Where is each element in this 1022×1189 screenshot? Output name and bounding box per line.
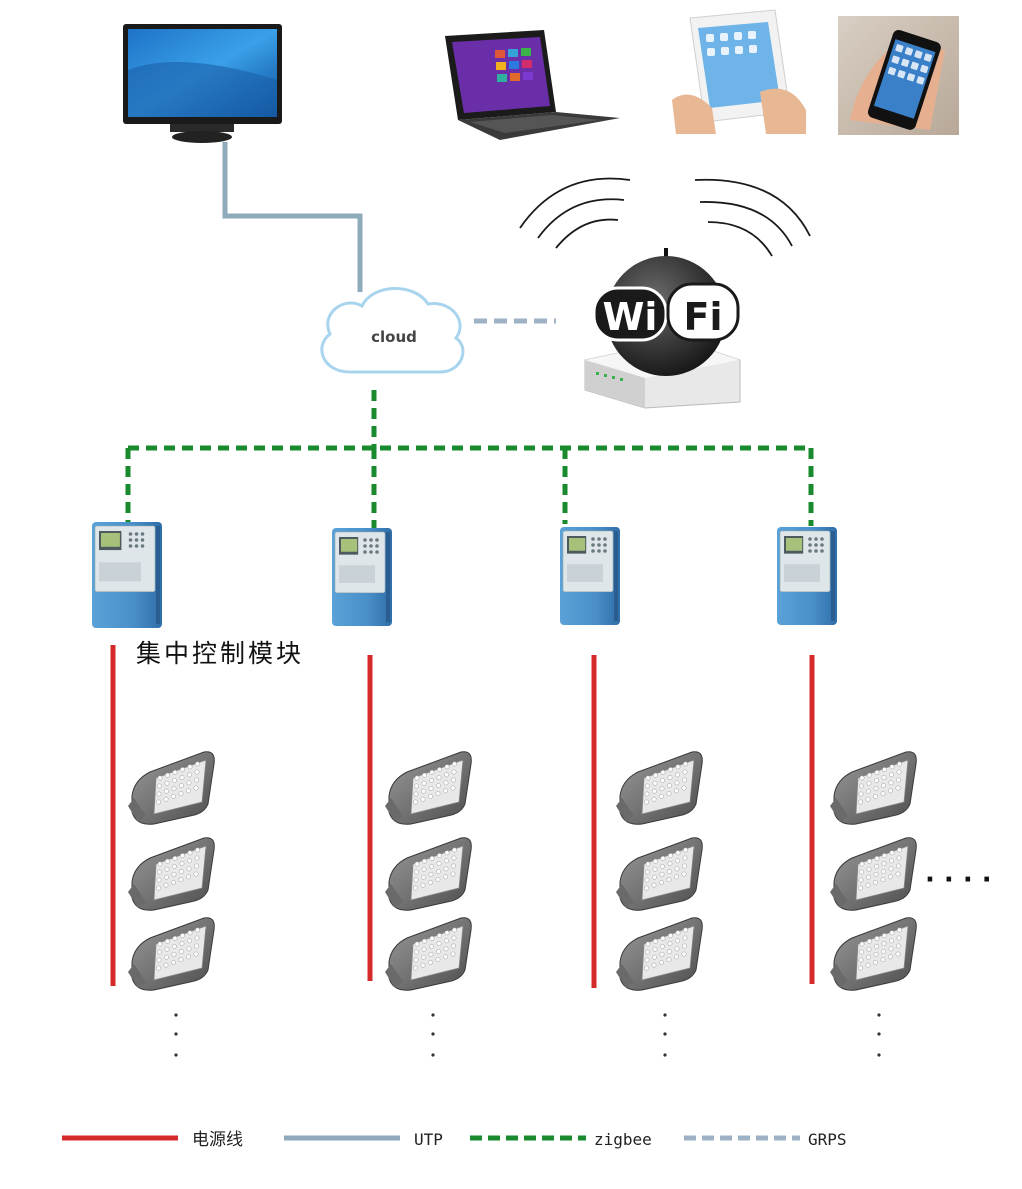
street-lamp-icon <box>128 751 215 825</box>
legend-item-grps: GRPS <box>684 1130 847 1149</box>
module-label: 集中控制模块 <box>136 639 304 668</box>
street-lamp-icon <box>616 917 703 991</box>
street-lamp-icon <box>385 917 472 991</box>
control-module-meter <box>777 527 837 625</box>
wifi-right-text: Fi <box>684 295 723 339</box>
legend-item-utp: UTP <box>284 1130 443 1149</box>
legend-label-grps: GRPS <box>808 1130 847 1149</box>
legend-item-zigbee: zigbee <box>470 1130 652 1149</box>
control-module-meter <box>332 528 392 626</box>
wifi-signal-icon <box>519 177 811 257</box>
street-lamp-icon <box>830 837 917 911</box>
street-lamp-icon <box>616 751 703 825</box>
legend-item-power: 电源线 <box>62 1130 243 1150</box>
monitor-icon <box>123 24 282 143</box>
horizontal-ellipsis: · · · · <box>925 865 992 895</box>
vertical-ellipsis <box>174 1013 881 1057</box>
legend: 电源线 UTP zigbee GRPS <box>62 1130 847 1150</box>
wifi-router-icon: Wi Fi <box>584 248 741 409</box>
smartphone-icon <box>838 16 959 135</box>
cloud-label: cloud <box>371 328 417 346</box>
legend-label-zigbee: zigbee <box>594 1130 652 1149</box>
laptop-icon <box>445 30 620 140</box>
zigbee-bus <box>125 390 814 528</box>
street-lamp-icon <box>385 751 472 825</box>
street-lamp-icon <box>128 917 215 991</box>
street-lamp-icon <box>616 837 703 911</box>
legend-label-power: 电源线 <box>192 1130 243 1150</box>
control-module-meter <box>560 527 620 625</box>
street-lamp-icon <box>830 751 917 825</box>
power-lines <box>110 645 815 988</box>
street-lamp-icon <box>385 837 472 911</box>
legend-label-utp: UTP <box>414 1130 443 1149</box>
cloud-node: cloud <box>320 287 465 374</box>
street-lamp-icon <box>128 837 215 911</box>
street-lamp-icon <box>830 917 917 991</box>
control-module-meter <box>92 522 162 628</box>
utp-link <box>222 142 363 292</box>
wifi-left-text: Wi <box>603 295 658 339</box>
tablet-icon <box>668 9 808 136</box>
